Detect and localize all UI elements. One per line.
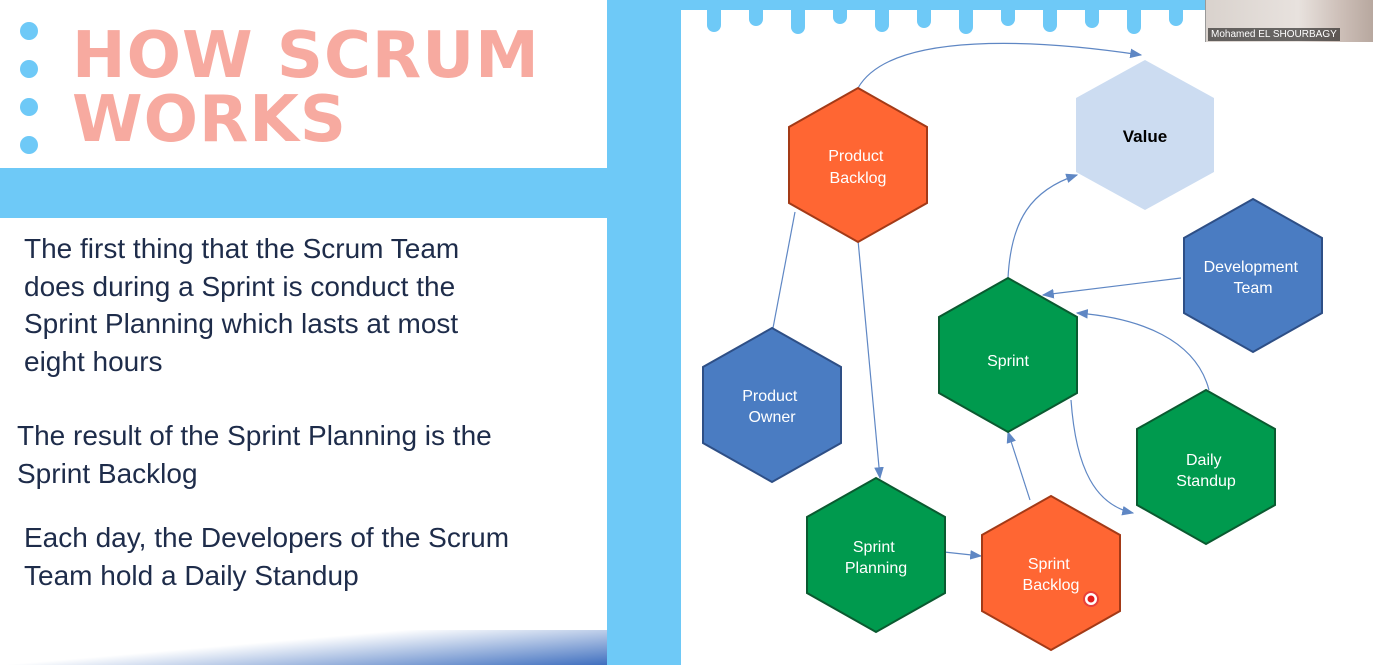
hex-label: Sprint — [987, 353, 1029, 370]
hex-label: Team — [1233, 280, 1272, 297]
slide-title-line-1: HOW SCRUM — [72, 19, 540, 93]
hex-label: Sprint — [853, 539, 895, 556]
hex-label: Product — [828, 148, 884, 165]
participant-name: Mohamed EL SHOURBAGY — [1208, 28, 1340, 41]
hex-development-team: Development Team — [1183, 197, 1323, 354]
hex-sprint-backlog: Sprint Backlog — [981, 494, 1121, 652]
hex-sprint-planning: Sprint Planning — [806, 476, 946, 634]
paragraph-line: The result of the Sprint Planning is the — [17, 420, 492, 451]
hex-label: Planning — [845, 560, 907, 577]
hex-label: Standup — [1176, 473, 1236, 490]
svg-text:Sprint: Sprint — [987, 353, 1029, 370]
slide-title-line-2: WORKS — [72, 83, 347, 157]
paragraph-line: does during a Sprint is conduct the — [24, 270, 456, 302]
arrow-standup-to-sprint — [1075, 309, 1210, 391]
paragraph-daily-standup: Each day, the Developers of the Scrum Te… — [24, 519, 509, 594]
paint-drip-border — [681, 0, 1373, 34]
hex-value: Value — [1076, 60, 1214, 210]
hex-product-backlog: Product Backlog — [788, 86, 928, 244]
arrow-backlog-to-planning — [857, 239, 884, 480]
arrow-sprintbacklog-to-sprint — [1006, 430, 1031, 501]
scrum-diagram: Product Backlog Value Development Team S… — [702, 42, 1323, 652]
webcam-thumbnail[interactable]: Mohamed EL SHOURBAGY — [1205, 0, 1373, 42]
hex-label: Backlog — [830, 170, 887, 187]
arrow-sprint-to-standup — [1070, 399, 1135, 516]
laser-pointer-icon — [1083, 591, 1099, 607]
hex-daily-standup: Daily Standup — [1136, 388, 1276, 546]
hex-product-owner: Product Owner — [702, 326, 842, 484]
hex-label: Daily — [1186, 452, 1222, 469]
svg-text:Product Backlog: Product Backlog — [828, 148, 888, 187]
bullet-dot — [20, 98, 38, 116]
title-card: HOW SCRUM WORKS — [0, 0, 607, 168]
hex-label: Value — [1123, 127, 1167, 146]
paragraph-line: eight hours — [24, 345, 163, 377]
paragraph-line: Sprint Planning which lasts at most — [24, 308, 459, 339]
bullet-dot — [20, 136, 38, 154]
svg-text:Sprint Planning: Sprint Planning — [845, 539, 907, 577]
hex-label: Backlog — [1023, 577, 1080, 594]
svg-text:Daily Standup: Daily Standup — [1176, 452, 1236, 490]
content-card: The first thing that the Scrum Team does… — [0, 218, 607, 665]
svg-text:Product Owner: Product Owner — [742, 388, 802, 426]
hex-label: Sprint — [1028, 556, 1070, 573]
svg-text:Sprint Backlog: Sprint Backlog — [1023, 556, 1080, 594]
svg-text:Value: Value — [1123, 127, 1167, 146]
paragraph-sprint-planning: The first thing that the Scrum Team does… — [24, 230, 459, 380]
hex-label: Product — [742, 388, 798, 405]
hex-label: Owner — [748, 409, 796, 426]
paragraph-line: Team hold a Daily Standup — [24, 559, 359, 591]
hex-label: Development — [1204, 259, 1299, 276]
arrow-backlog-to-value — [857, 42, 1143, 89]
decorative-corner — [0, 630, 607, 665]
svg-text:Development Team: Development Team — [1204, 259, 1303, 297]
paragraph-sprint-backlog: The result of the Sprint Planning is the… — [17, 417, 492, 492]
paragraph-line: The first thing that the Scrum Team — [24, 233, 460, 264]
line-backlog-to-owner — [772, 211, 796, 329]
bullet-dot — [20, 60, 38, 78]
bullet-dot — [20, 22, 38, 40]
hex-sprint: Sprint — [938, 276, 1078, 434]
paragraph-line: Each day, the Developers of the Scrum — [24, 522, 510, 553]
arrow-sprint-to-value — [1007, 173, 1079, 279]
paragraph-line: Sprint Backlog — [17, 457, 198, 489]
arrow-planning-to-sprintbacklog — [943, 550, 983, 560]
arrow-devteam-to-sprint — [1041, 277, 1182, 299]
